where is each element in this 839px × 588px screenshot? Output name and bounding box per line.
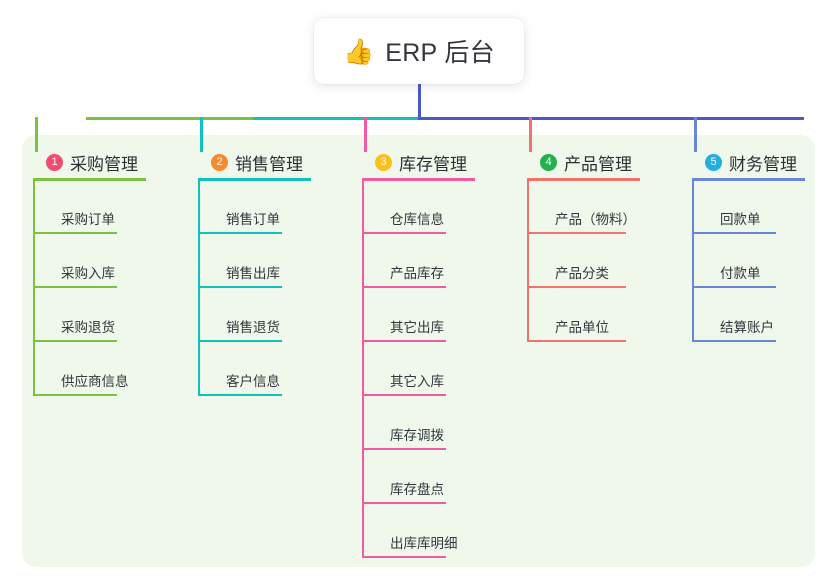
leaf-node[interactable]: 采购入库 — [33, 256, 145, 288]
leaf-label: 采购入库 — [61, 266, 115, 281]
leaf-underline — [362, 340, 446, 342]
branch-underline-1 — [33, 178, 146, 181]
leaf-underline — [33, 394, 117, 396]
leaf-label: 销售订单 — [226, 212, 280, 227]
leaf-underline — [362, 448, 446, 450]
branch-index-badge-4: 4 — [540, 153, 557, 171]
leaf-underline — [198, 286, 282, 288]
leaf-node[interactable]: 出库库明细 — [362, 526, 474, 558]
branches-panel — [22, 135, 815, 567]
leaf-underline — [692, 340, 776, 342]
leaf-node[interactable]: 其它入库 — [362, 364, 474, 396]
leaf-node[interactable]: 采购订单 — [33, 202, 145, 234]
leaf-node[interactable]: 付款单 — [692, 256, 804, 288]
branch-title-3: 库存管理 — [399, 154, 467, 174]
branch-spine-3 — [362, 178, 364, 558]
leaf-label: 产品库存 — [390, 266, 444, 281]
branch-index-badge-2: 2 — [211, 153, 228, 171]
bus-segment-blue — [418, 117, 804, 120]
leaf-node[interactable]: 客户信息 — [198, 364, 310, 396]
branch-title-5: 财务管理 — [729, 154, 797, 174]
branch-underline-3 — [362, 178, 475, 181]
leaf-label: 其它入库 — [390, 374, 444, 389]
leaf-node[interactable]: 产品（物料） — [527, 202, 654, 234]
leaf-label: 仓库信息 — [390, 212, 444, 227]
leaf-underline — [362, 286, 446, 288]
leaf-node[interactable]: 仓库信息 — [362, 202, 474, 234]
drop-line-4 — [529, 117, 532, 152]
leaf-underline — [362, 556, 446, 558]
leaf-label: 产品单位 — [555, 320, 609, 335]
leaf-underline — [527, 286, 626, 288]
leaf-underline — [527, 232, 626, 234]
leaf-underline — [198, 394, 282, 396]
leaf-label: 付款单 — [720, 266, 761, 281]
leaf-node[interactable]: 库存盘点 — [362, 472, 474, 504]
root-node[interactable]: 👍 ERP 后台 — [314, 18, 524, 84]
leaf-node[interactable]: 销售出库 — [198, 256, 310, 288]
leaf-underline — [362, 394, 446, 396]
leaf-label: 其它出库 — [390, 320, 444, 335]
leaf-underline — [198, 232, 282, 234]
leaf-node[interactable]: 回款单 — [692, 202, 804, 234]
leaf-underline — [362, 232, 446, 234]
leaf-node[interactable]: 库存调拨 — [362, 418, 474, 450]
leaf-underline — [33, 286, 117, 288]
leaf-node[interactable]: 产品分类 — [527, 256, 654, 288]
leaf-label: 出库库明细 — [390, 536, 458, 551]
leaf-node[interactable]: 结算账户 — [692, 310, 804, 342]
leaf-node[interactable]: 采购退货 — [33, 310, 145, 342]
branch-underline-5 — [692, 178, 805, 181]
branch-header-3[interactable]: 3 库存管理 — [362, 150, 467, 174]
branch-title-1: 采购管理 — [70, 154, 138, 174]
leaf-underline — [692, 286, 776, 288]
branch-underline-4 — [527, 178, 640, 181]
leaf-label: 销售出库 — [226, 266, 280, 281]
leaf-node[interactable]: 其它出库 — [362, 310, 474, 342]
branch-underline-2 — [198, 178, 311, 181]
branch-index-badge-1: 1 — [46, 153, 63, 171]
branch-header-1[interactable]: 1 采购管理 — [33, 150, 138, 174]
branch-spine-5 — [692, 178, 694, 342]
bus-segment-teal — [253, 117, 418, 120]
leaf-label: 结算账户 — [720, 320, 774, 335]
drop-line-5 — [694, 117, 697, 152]
drop-line-1 — [35, 117, 38, 152]
leaf-label: 采购订单 — [61, 212, 115, 227]
root-title: ERP 后台 — [385, 39, 495, 67]
drop-line-3 — [364, 117, 367, 152]
thumbs-up-emoji: 👍 — [343, 37, 375, 66]
branch-spine-4 — [527, 178, 529, 342]
leaf-label: 供应商信息 — [61, 374, 129, 389]
leaf-label: 产品（物料） — [555, 212, 636, 227]
leaf-label: 采购退货 — [61, 320, 115, 335]
leaf-label: 库存调拨 — [390, 428, 444, 443]
leaf-label: 库存盘点 — [390, 482, 444, 497]
branch-title-4: 产品管理 — [564, 154, 632, 174]
branch-header-4[interactable]: 4 产品管理 — [527, 150, 632, 174]
leaf-underline — [362, 502, 446, 504]
bus-segment-green — [86, 117, 253, 120]
branch-title-2: 销售管理 — [235, 154, 303, 174]
leaf-label: 产品分类 — [555, 266, 609, 281]
leaf-node[interactable]: 产品单位 — [527, 310, 654, 342]
leaf-underline — [33, 340, 117, 342]
branch-header-2[interactable]: 2 销售管理 — [198, 150, 303, 174]
leaf-label: 销售退货 — [226, 320, 280, 335]
branch-index-badge-5: 5 — [705, 153, 722, 171]
drop-line-2 — [200, 117, 203, 152]
leaf-underline — [527, 340, 626, 342]
leaf-label: 客户信息 — [226, 374, 280, 389]
leaf-node[interactable]: 产品库存 — [362, 256, 474, 288]
trunk-line — [418, 84, 421, 120]
branch-header-5[interactable]: 5 财务管理 — [692, 150, 797, 174]
leaf-node[interactable]: 销售订单 — [198, 202, 310, 234]
leaf-node[interactable]: 销售退货 — [198, 310, 310, 342]
leaf-underline — [198, 340, 282, 342]
leaf-underline — [33, 232, 117, 234]
leaf-label: 回款单 — [720, 212, 761, 227]
branch-index-badge-3: 3 — [375, 153, 392, 171]
leaf-underline — [692, 232, 776, 234]
leaf-node[interactable]: 供应商信息 — [33, 364, 145, 396]
